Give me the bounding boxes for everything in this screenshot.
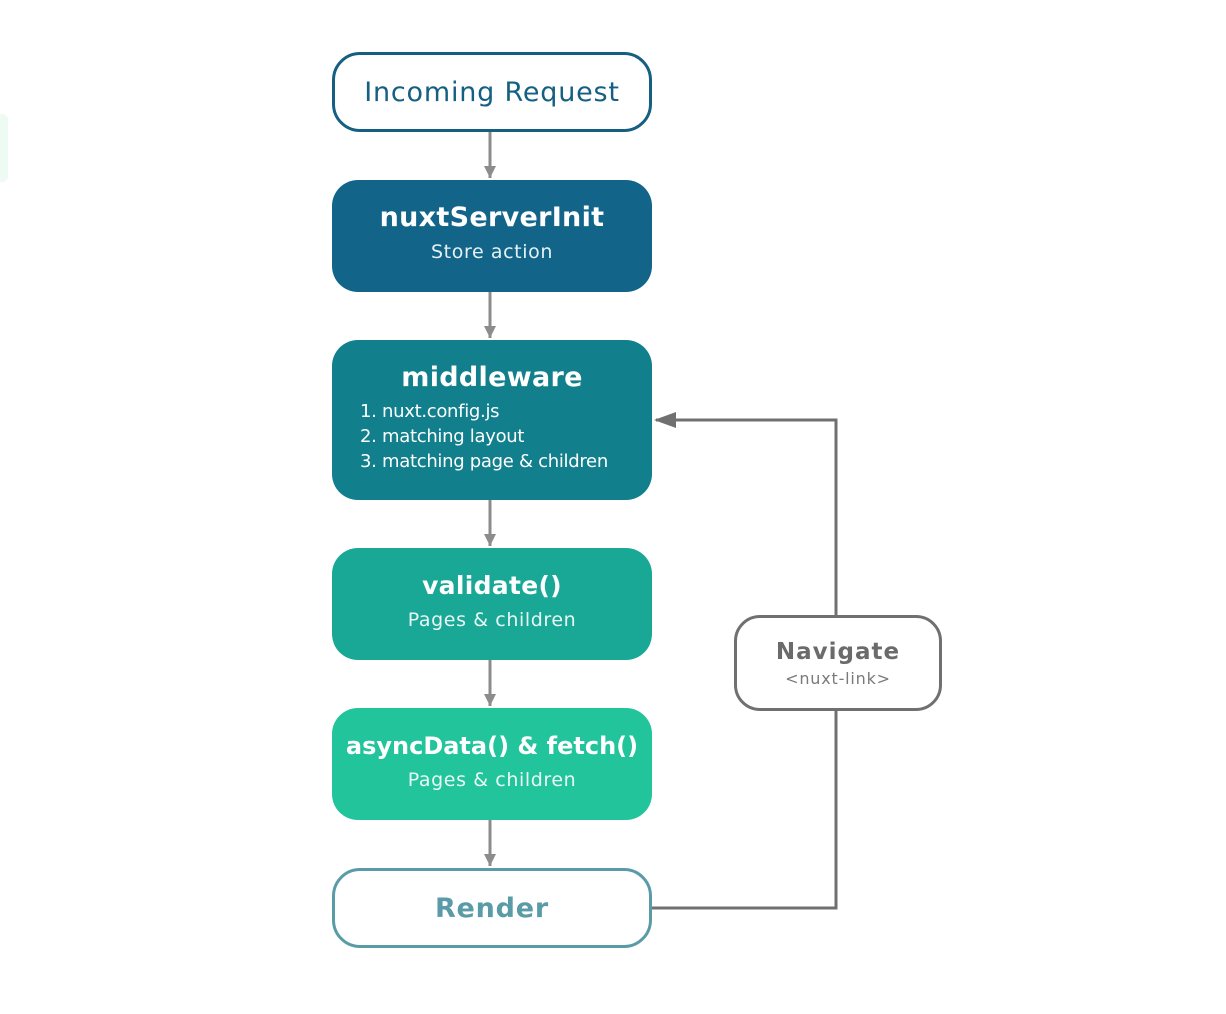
nuxt-server-init-subtitle: Store action [431, 241, 553, 263]
validate-subtitle: Pages & children [407, 609, 577, 631]
middleware-item: 1. nuxt.config.js [360, 401, 500, 422]
incoming-request-label: Incoming Request [364, 76, 620, 108]
navigate-subtitle: <nuxt-link> [785, 668, 891, 688]
navigate-node: Navigate <nuxt-link> [734, 615, 942, 711]
middleware-node: middleware 1. nuxt.config.js 2. matching… [332, 340, 652, 500]
middleware-list: 1. nuxt.config.js 2. matching layout 3. … [332, 399, 652, 474]
async-data-fetch-node: asyncData() & fetch() Pages & children [332, 708, 652, 820]
nuxt-server-init-node: nuxtServerInit Store action [332, 180, 652, 292]
loop-navigate-to-middleware [654, 412, 838, 615]
incoming-request-node: Incoming Request [332, 52, 652, 132]
async-data-fetch-subtitle: Pages & children [407, 769, 577, 791]
loop-render-to-navigate [652, 711, 838, 910]
middleware-item: 2. matching layout [360, 426, 525, 447]
validate-title: validate() [422, 571, 562, 600]
render-node: Render [332, 868, 652, 948]
validate-node: validate() Pages & children [332, 548, 652, 660]
nuxt-server-init-title: nuxtServerInit [379, 202, 605, 233]
render-label: Render [434, 892, 550, 924]
edge-tab [0, 114, 8, 182]
navigate-title: Navigate [775, 638, 901, 665]
async-data-fetch-title: asyncData() & fetch() [345, 732, 639, 760]
middleware-item: 3. matching page & children [360, 451, 608, 472]
middleware-title: middleware [401, 362, 583, 393]
